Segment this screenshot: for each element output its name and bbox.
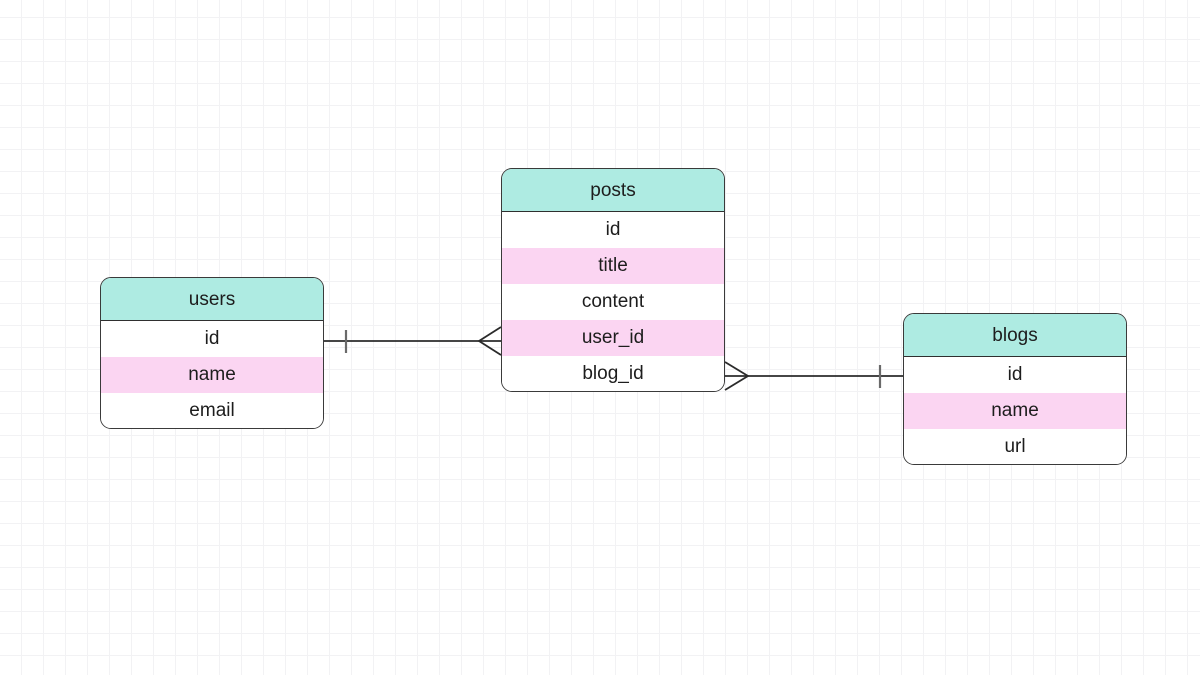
entity-posts-attribute-title[interactable]: title (502, 248, 724, 284)
connector-posts-blogs[interactable] (724, 361, 903, 391)
entity-posts-attribute-blog-id[interactable]: blog_id (502, 356, 724, 391)
entity-users-title: users (101, 278, 323, 321)
entity-blogs-attribute-name[interactable]: name (904, 393, 1126, 429)
entity-blogs[interactable]: blogs id name url (903, 313, 1127, 465)
entity-posts-attribute-id[interactable]: id (502, 212, 724, 248)
entity-users-attribute-name[interactable]: name (101, 357, 323, 393)
entity-users-attribute-id[interactable]: id (101, 321, 323, 357)
entity-blogs-attribute-url[interactable]: url (904, 429, 1126, 464)
entity-posts[interactable]: posts id title content user_id blog_id (501, 168, 725, 392)
entity-posts-attribute-user-id[interactable]: user_id (502, 320, 724, 356)
entity-posts-title: posts (502, 169, 724, 212)
cardinality-many-crowsfoot-posts-right (724, 361, 750, 391)
entity-blogs-title: blogs (904, 314, 1126, 357)
entity-blogs-attribute-id[interactable]: id (904, 357, 1126, 393)
entity-users-attribute-email[interactable]: email (101, 393, 323, 428)
connector-users-posts[interactable] (324, 326, 502, 356)
cardinality-many-crowsfoot-posts-left (477, 326, 502, 356)
entity-posts-attribute-content[interactable]: content (502, 284, 724, 320)
entity-users[interactable]: users id name email (100, 277, 324, 429)
